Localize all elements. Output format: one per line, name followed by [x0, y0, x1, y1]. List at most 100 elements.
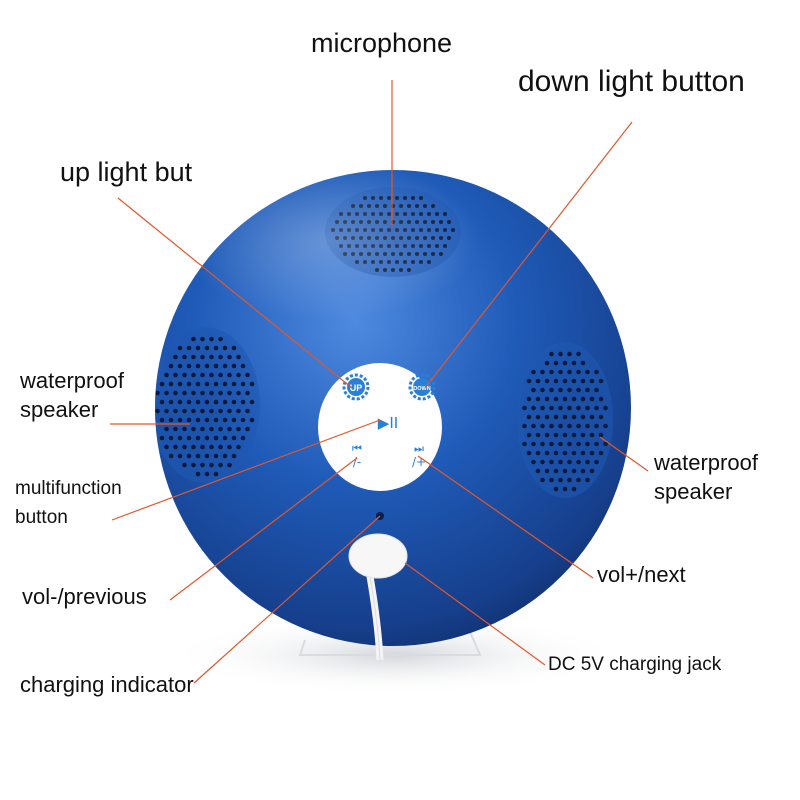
grill-hole	[236, 372, 241, 378]
grill-hole	[182, 408, 187, 414]
grill-hole	[173, 408, 178, 414]
grill-hole	[182, 426, 187, 432]
grill-hole	[553, 396, 559, 402]
grill-hole	[240, 417, 246, 423]
grill-hole	[245, 426, 250, 432]
grill-hole	[236, 390, 241, 396]
grill-hole	[567, 351, 572, 357]
grill-hole	[218, 336, 223, 342]
grill-hole	[231, 417, 237, 423]
label-line: multifunction	[15, 478, 122, 499]
grill-hole	[227, 426, 232, 432]
left-speaker-grill	[155, 327, 260, 483]
grill-hole	[173, 354, 178, 360]
grill-hole	[594, 423, 599, 429]
grill-hole	[585, 423, 590, 429]
grill-hole	[222, 399, 228, 405]
grill-hole	[562, 486, 568, 492]
grill-hole	[540, 459, 545, 465]
previous-icon[interactable]: ⏮	[352, 442, 362, 455]
grill-hole	[218, 462, 223, 468]
grill-hole	[567, 405, 572, 411]
grill-hole	[558, 387, 563, 393]
grill-hole	[589, 450, 595, 456]
grill-hole	[531, 369, 536, 375]
grill-hole	[218, 408, 223, 414]
grill-hole	[204, 345, 210, 351]
grill-hole	[544, 468, 550, 474]
grill-hole	[535, 414, 541, 420]
grill-hole	[168, 435, 174, 441]
grill-hole	[231, 345, 237, 351]
grill-hole	[526, 414, 532, 420]
grill-hole	[231, 363, 237, 369]
grill-hole	[195, 417, 201, 423]
grill-hole	[594, 441, 599, 447]
grill-hole	[231, 453, 237, 459]
grill-hole	[209, 354, 214, 360]
grill-hole	[200, 336, 205, 342]
grill-hole	[585, 387, 590, 393]
grill-hole	[589, 414, 595, 420]
grill-hole	[571, 468, 577, 474]
grill-hole	[540, 405, 545, 411]
grill-hole	[200, 462, 205, 468]
grill-hole	[231, 381, 237, 387]
grill-hole	[168, 381, 174, 387]
grill-hole	[227, 444, 232, 450]
grill-hole	[209, 390, 214, 396]
grill-hole	[191, 372, 196, 378]
grill-hole	[522, 441, 527, 447]
grill-hole	[222, 363, 228, 369]
grill-hole	[562, 360, 568, 366]
grill-hole	[191, 444, 196, 450]
right-speaker-grill	[517, 342, 613, 498]
label-line: speaker	[654, 478, 733, 504]
label-line: waterproof	[20, 368, 124, 393]
grill-hole	[549, 423, 554, 429]
grill-hole	[186, 381, 192, 387]
grill-hole	[571, 360, 577, 366]
grill-hole	[571, 396, 577, 402]
grill-hole	[558, 351, 563, 357]
grill-hole	[213, 453, 219, 459]
grill-hole	[173, 390, 178, 396]
grill-hole	[558, 369, 563, 375]
grill-hole	[576, 477, 581, 483]
grill-hole	[549, 441, 554, 447]
vol-minus-text[interactable]: /-	[353, 455, 361, 469]
up-light-button[interactable]: UP	[342, 373, 370, 401]
leader-lines	[110, 80, 649, 684]
grill-hole	[222, 435, 228, 441]
leader-charging-indicator	[193, 515, 381, 684]
grill-hole	[549, 459, 554, 465]
charging-jack-plug[interactable]	[348, 533, 408, 579]
grill-hole	[177, 417, 183, 423]
grill-hole	[558, 477, 563, 483]
grill-hole	[195, 453, 201, 459]
grill-hole	[549, 369, 554, 375]
grill-hole	[218, 390, 223, 396]
grill-hole	[155, 390, 160, 396]
grill-hole	[567, 441, 572, 447]
grill-hole	[173, 444, 178, 450]
grill-hole	[200, 390, 205, 396]
grill-hole	[540, 423, 545, 429]
next-icon[interactable]: ⏭	[414, 442, 424, 455]
grill-hole	[191, 354, 196, 360]
grill-hole	[544, 450, 550, 456]
grill-hole	[164, 408, 169, 414]
grill-hole	[159, 417, 165, 423]
down-light-button[interactable]: DOWN	[408, 373, 436, 401]
grill-hole	[562, 432, 568, 438]
grill-hole	[562, 378, 568, 384]
play-pause-icon[interactable]: ▶II	[378, 414, 398, 432]
grill-hole	[567, 369, 572, 375]
grill-hole	[213, 435, 219, 441]
grill-hole	[209, 444, 214, 450]
label-waterproof-speaker-left: waterproof speaker	[20, 367, 124, 424]
grill-hole	[222, 381, 228, 387]
grill-hole	[164, 372, 169, 378]
grill-hole	[204, 381, 210, 387]
